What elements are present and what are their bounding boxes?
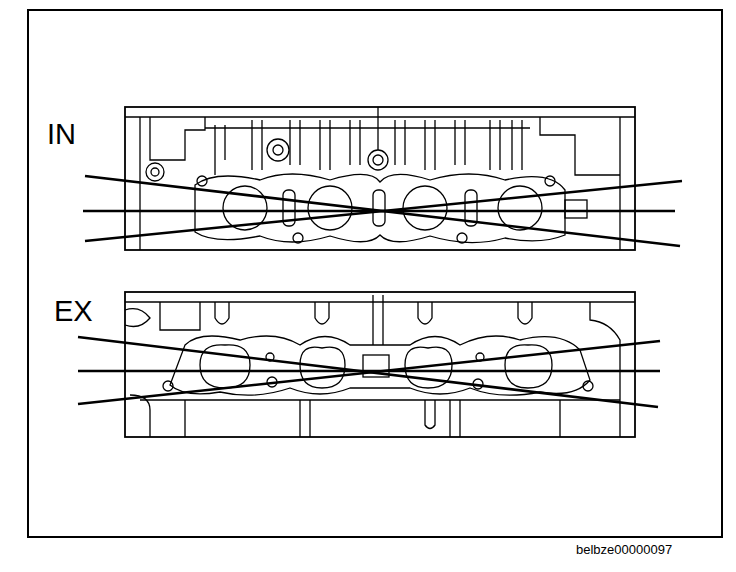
view-label: IN <box>47 120 76 149</box>
straightedge-lines <box>78 337 660 407</box>
view-label: EX <box>54 297 93 326</box>
exhaust-head <box>125 292 635 437</box>
figure-code: belbze00000097 <box>576 543 672 556</box>
straightedge-lines <box>83 176 682 246</box>
